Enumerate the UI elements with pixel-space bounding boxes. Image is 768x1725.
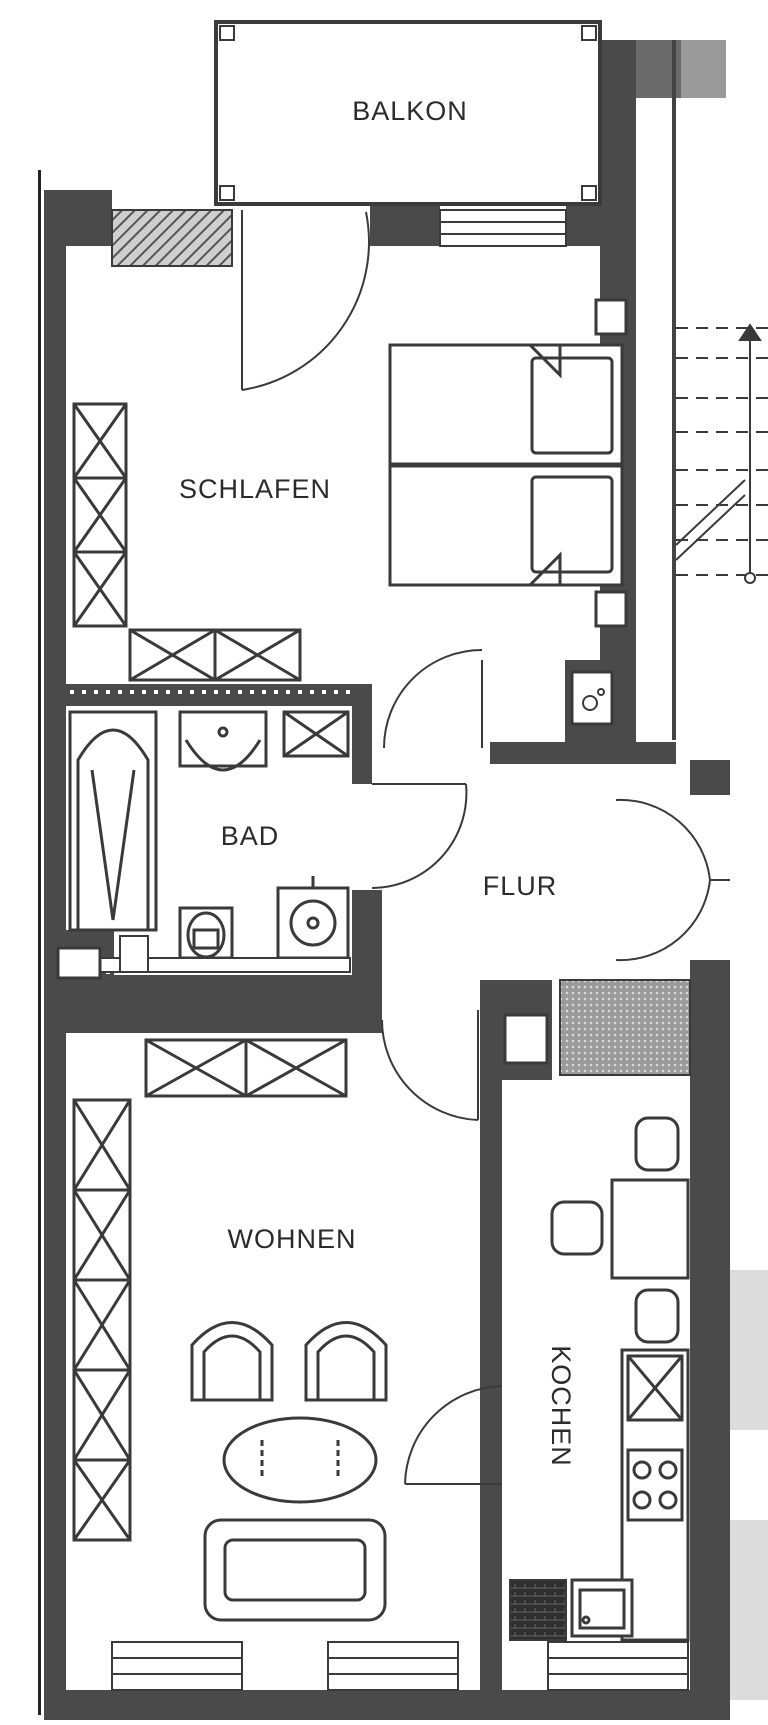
wardrobe-left-schlafen <box>72 402 128 628</box>
sofa <box>203 1518 387 1622</box>
heater-schlafen <box>570 670 614 726</box>
bathtub <box>68 710 158 932</box>
wohnen-wall-cabinet <box>144 1038 348 1098</box>
washbasin <box>178 710 268 772</box>
balcony-door <box>241 210 370 391</box>
wohnen-door <box>380 1010 479 1121</box>
schlafen-door <box>383 649 483 749</box>
wardrobe-bottom-schlafen <box>128 628 302 682</box>
room-label-wohnen: WOHNEN <box>228 1224 357 1254</box>
flur-storage <box>503 970 691 1076</box>
kitchen-counter <box>570 1348 690 1642</box>
stair-arrow <box>675 323 762 584</box>
wohnen-shelves <box>72 1098 132 1542</box>
kitchen-dining <box>550 1116 690 1344</box>
oval-table <box>222 1416 378 1504</box>
kitchen-chimney <box>509 1579 567 1641</box>
room-label-flur: FLUR <box>483 871 558 901</box>
bad-door <box>371 783 468 889</box>
washing-machine <box>276 876 350 960</box>
walls <box>38 40 768 1720</box>
entrance-door <box>615 798 730 962</box>
double-bed <box>388 298 628 628</box>
armchair-left <box>190 1321 274 1402</box>
staircase <box>676 327 768 576</box>
room-label-schlafen: SCHLAFEN <box>179 474 331 504</box>
hatched-chimney <box>111 209 233 267</box>
room-label-bad: BAD <box>221 821 280 851</box>
toilet <box>178 906 234 960</box>
bad-cabinet <box>282 710 350 758</box>
balcony <box>214 20 602 206</box>
bad-floor-strip <box>56 935 351 980</box>
armchair-right <box>304 1321 388 1402</box>
kochen-door <box>404 1385 503 1485</box>
room-label-balkon: BALKON <box>352 96 468 126</box>
bottom-windows <box>111 1641 689 1691</box>
room-label-kochen: KOCHEN <box>546 1345 576 1467</box>
